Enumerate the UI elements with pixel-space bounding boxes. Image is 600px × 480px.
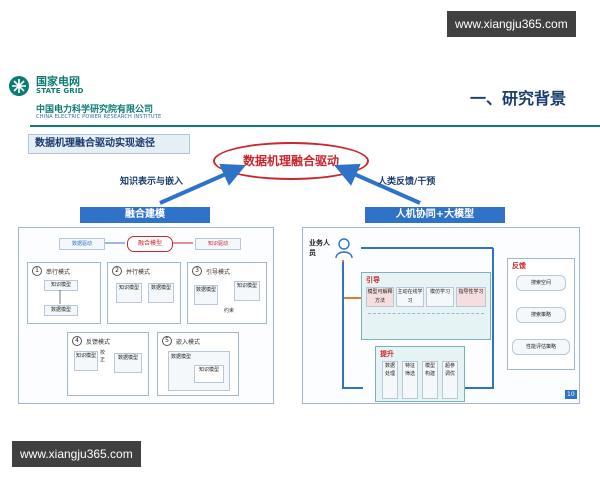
header-divider — [30, 125, 600, 127]
mode-4-box: 4 反馈模式 知识模型 校正 数据模型 — [67, 332, 149, 396]
mode-2-number: 2 — [112, 266, 122, 276]
logo-en: STATE GRID — [36, 87, 84, 95]
left-panel-title: 融合建模 — [80, 207, 210, 223]
logo-cn: 国家电网 — [36, 75, 80, 88]
slide: 国家电网 STATE GRID 中国电力科学研究院有限公司 CHINA ELEC… — [0, 55, 600, 412]
mode-1-number: 1 — [32, 266, 42, 276]
mode-4-knowledge: 知识模型 — [74, 351, 98, 371]
mode-1-arrow — [59, 290, 61, 304]
right-panel: 业务人员 引导 模型可解释方法 主动在线学习 模仿学习 指导性学习 提升 数据处… — [302, 227, 580, 404]
mode-3-title: 引导模式 — [206, 269, 231, 276]
person-icon — [335, 238, 353, 258]
improve-box: 提升 数据处理 特征筛选 模型构建 超参调优 — [375, 346, 465, 402]
mode-4-data: 数据模型 — [114, 353, 142, 373]
left-up-arrow — [159, 163, 246, 205]
guide-box: 引导 模型可解释方法 主动在线学习 模仿学习 指导性学习 — [361, 272, 491, 340]
mode-2-data: 数据模型 — [148, 283, 174, 303]
person-label: 业务人员 — [309, 239, 330, 257]
right-arrow-label: 人类反馈/干预 — [378, 177, 436, 187]
right-panel-title: 人机协同+大模型 — [365, 207, 505, 223]
knowledge-driven-box: 知识驱动 — [195, 238, 241, 250]
section-title: 一、研究背景 — [470, 89, 567, 108]
mode-4-correction: 校正 — [100, 350, 106, 363]
feedback-item-3: 性能评估策略 — [512, 339, 570, 355]
feedback-box: 反馈 搜索空间 搜索策略 性能评估策略 — [507, 258, 575, 370]
fusion-model-box: 融合模型 — [127, 236, 173, 252]
page-number: 10 — [565, 390, 577, 399]
mode-4-number: 4 — [72, 336, 82, 346]
mode-2-knowledge: 知识模型 — [116, 283, 142, 303]
guide-item-3: 模仿学习 — [426, 287, 454, 307]
subtitle-box: 数据机理融合驱动实现途径 — [28, 134, 190, 154]
mode-1-knowledge: 知识模型 — [44, 280, 78, 291]
feedback-label: 反馈 — [512, 262, 526, 270]
watermark-top: www.xiangju365.com — [447, 11, 576, 37]
data-driven-box: 数据驱动 — [59, 238, 105, 250]
mode-2-box: 2 并行模式 知识模型 数据模型 — [107, 262, 181, 324]
center-oval-label: 数据机理融合驱动 — [242, 154, 339, 168]
mode-5-title: 嵌入模式 — [176, 339, 201, 346]
institute-cn: 中国电力科学研究院有限公司 — [36, 105, 154, 115]
mode-2-title: 并行模式 — [126, 269, 151, 276]
mode-3-box: 3 引导模式 数据模型 知识模型 约束 — [187, 262, 267, 324]
guide-item-2: 主动在线学习 — [396, 287, 424, 307]
top-row-arrows — [105, 242, 193, 244]
guide-item-1: 模型可解释方法 — [366, 287, 394, 307]
guide-label: 引导 — [366, 276, 380, 284]
subtitle: 数据机理融合驱动实现途径 — [35, 138, 155, 149]
improve-item-1: 数据处理 — [382, 361, 398, 399]
mode-3-constraint: 约束 — [224, 308, 235, 314]
improve-item-4: 超参调优 — [442, 361, 458, 399]
institute-en: CHINA ELECTRIC POWER RESEARCH INSTITUTE — [36, 114, 162, 120]
guide-detail-row — [368, 313, 484, 334]
arrows — [159, 163, 421, 205]
mode-1-box: 1 串行模式 知识模型 数据模型 — [27, 262, 101, 324]
mode-1-title: 串行模式 — [46, 269, 71, 276]
mode-5-number: 5 — [162, 336, 172, 346]
mode-1-data: 数据模型 — [44, 305, 78, 316]
improve-item-3: 模型构建 — [422, 361, 438, 399]
mode-5-box: 5 嵌入模式 数据模型 知识模型 — [157, 332, 239, 396]
mode-3-number: 3 — [192, 266, 202, 276]
mode-3-data: 数据模型 — [194, 285, 218, 305]
improve-label: 提升 — [380, 350, 394, 358]
right-up-arrow — [334, 163, 421, 205]
state-grid-logo-icon — [9, 76, 29, 96]
guide-item-4: 指导性学习 — [456, 287, 486, 307]
watermark-bottom: www.xiangju365.com — [12, 441, 141, 467]
feedback-item-2: 搜索策略 — [516, 307, 566, 323]
improve-item-2: 特征筛选 — [402, 361, 418, 399]
mode-4-title: 反馈模式 — [86, 339, 111, 346]
feedback-item-1: 搜索空间 — [516, 275, 566, 291]
mode-3-knowledge: 知识模型 — [234, 281, 260, 301]
left-panel: 数据驱动 融合模型 知识驱动 1 串行模式 知识模型 数据模型 2 并行模式 知… — [18, 227, 274, 404]
mode-5-knowledge: 知识模型 — [194, 365, 224, 383]
left-arrow-label: 知识表示与嵌入 — [120, 177, 184, 187]
